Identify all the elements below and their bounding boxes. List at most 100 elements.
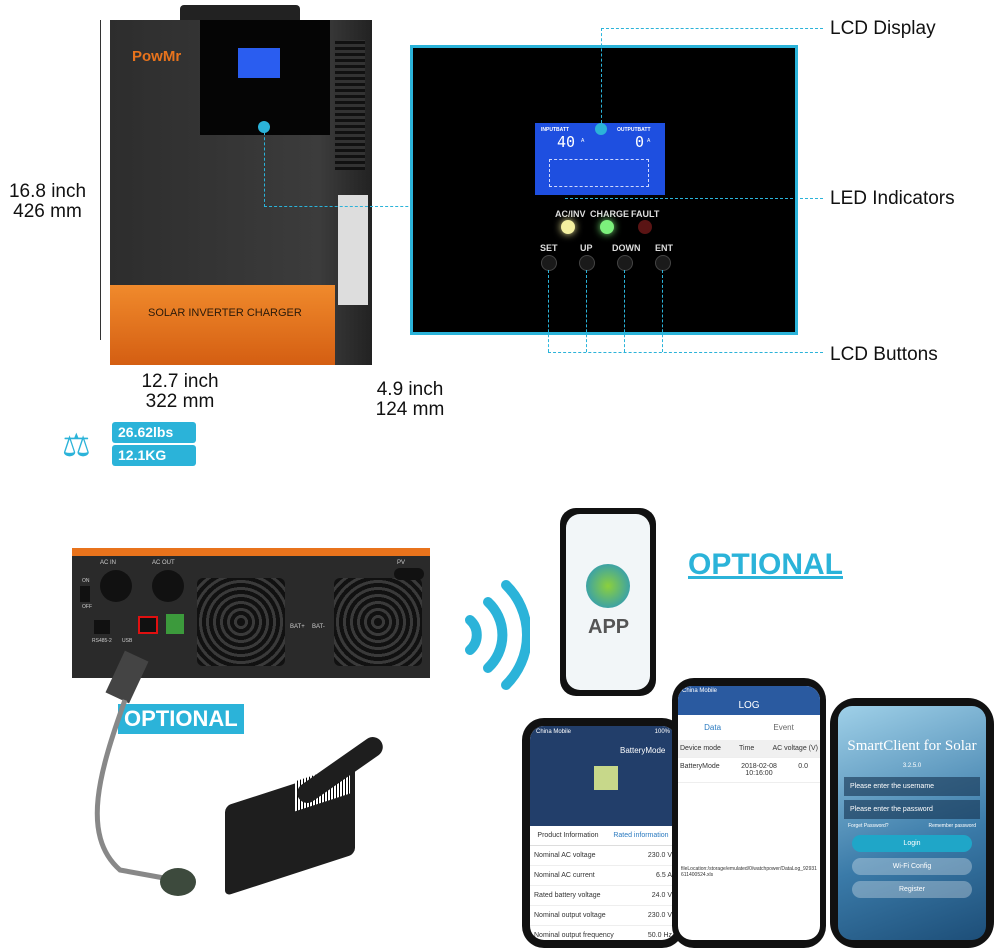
button-label-ent: ENT — [655, 243, 673, 253]
button-label-down: DOWN — [612, 243, 641, 253]
led-ac-inv — [561, 220, 575, 234]
led-label-charge: CHARGE — [590, 209, 630, 219]
inverter-rear: AC IN AC OUT ON OFF RS485-2 USB BAT+ BAT… — [72, 548, 430, 678]
on-label: ON — [82, 578, 90, 584]
orange-band: SOLAR INVERTER CHARGER — [110, 285, 335, 365]
login-button[interactable]: Login — [852, 835, 972, 852]
table-row: Nominal output frequency 50.0 Hz — [530, 926, 676, 940]
tab-product-information[interactable]: Product Information — [537, 832, 599, 839]
side-vents — [335, 40, 365, 170]
tab-rated-information[interactable]: Rated information — [613, 832, 669, 839]
lcd-output-value: 0 — [635, 133, 645, 151]
remember-password-checkbox[interactable]: Remember password — [928, 823, 976, 829]
bat-pos-label: BAT+ — [290, 624, 305, 630]
row-value: 50.0 Hz — [647, 932, 672, 939]
inverter-node-icon — [594, 766, 618, 790]
tab-event[interactable]: Event — [773, 723, 794, 732]
height-mm: 426 mm — [13, 201, 82, 222]
app-label: APP — [588, 616, 630, 638]
width-mm: 322 mm — [145, 391, 215, 412]
file-path: fileLocation:/storage/emulated/0/watchpo… — [681, 866, 817, 878]
button-label-set: SET — [540, 243, 558, 253]
up-button[interactable] — [579, 255, 595, 271]
row-label: Nominal output frequency — [534, 932, 614, 939]
callout-line — [662, 270, 663, 352]
col-header: Device mode — [680, 745, 721, 752]
col-header: AC voltage (V) — [772, 745, 818, 752]
register-button[interactable]: Register — [852, 881, 972, 898]
front-control-window — [200, 20, 330, 135]
lcd-output-label: OUTPUTBATT — [617, 127, 651, 133]
fan-right — [334, 578, 422, 666]
row-label: Nominal AC current — [534, 872, 595, 879]
depth-inch: 4.9 inch — [376, 379, 444, 400]
lcd-input-unit: A — [581, 138, 585, 144]
led-charge — [600, 220, 614, 234]
led-fault — [638, 220, 652, 234]
phone-app: APP — [560, 508, 656, 696]
col-header: Time — [739, 745, 755, 752]
ent-button[interactable] — [655, 255, 671, 271]
button-label-up: UP — [580, 243, 593, 253]
power-switch[interactable] — [80, 586, 90, 602]
mount-bracket — [180, 5, 300, 20]
row-value: 24.0 V — [651, 892, 672, 899]
callout-line — [548, 352, 823, 353]
off-label: OFF — [82, 604, 92, 610]
cable — [94, 699, 176, 883]
rated-tabs: Product Information Rated information — [530, 826, 676, 846]
led-label-ac-inv: AC/INV — [555, 209, 586, 219]
username-input[interactable]: Please enter the username — [844, 777, 980, 796]
callout-line — [264, 206, 484, 207]
login-app-title: SmartClient for Solar — [847, 738, 977, 754]
forgot-password-link[interactable]: Forget Password? — [848, 823, 889, 829]
height-inch: 16.8 inch — [8, 181, 87, 202]
ac-in-label: AC IN — [100, 560, 117, 566]
app-screen: APP — [566, 514, 650, 690]
callout-line — [601, 28, 602, 123]
wifi-signal-icon — [465, 580, 530, 690]
password-input[interactable]: Please enter the password — [844, 800, 980, 819]
width-inch: 12.7 inch — [141, 371, 219, 392]
lcd-input-label: INPUTBATT — [541, 127, 569, 133]
usb-label: USB — [122, 638, 133, 644]
bat-neg-label: BAT- — [312, 624, 325, 630]
dongle-connector — [160, 868, 196, 896]
app-logo-icon[interactable] — [586, 564, 630, 608]
set-button[interactable] — [541, 255, 557, 271]
depth-mm: 124 mm — [375, 399, 445, 420]
cell: 2018-02-08 10:16:00 — [741, 763, 777, 777]
down-button[interactable] — [617, 255, 633, 271]
ac-out-port — [152, 570, 184, 602]
callout-line — [548, 270, 549, 352]
row-value: 230.0 V — [647, 852, 672, 859]
log-tabs: Data Event — [678, 715, 820, 740]
fan-left — [197, 578, 285, 666]
ac-out-label: AC OUT — [152, 560, 175, 566]
terminal-block — [166, 614, 184, 634]
log-title: LOG — [678, 696, 820, 715]
row-value: 6.5 A — [656, 872, 672, 879]
callout-line — [586, 270, 587, 352]
table-row: Nominal AC current 6.5 A — [530, 866, 676, 886]
scale-icon: ⚖ — [62, 427, 91, 463]
row-label: Nominal output voltage — [534, 912, 606, 919]
cell: BatteryMode — [680, 763, 720, 770]
tab-data[interactable]: Data — [704, 723, 722, 732]
lcd-output-unit: A — [647, 138, 651, 144]
band-label: SOLAR INVERTER CHARGER — [148, 307, 302, 319]
status-bar: China Mobile 100% — [536, 729, 670, 735]
phone-login: SmartClient for Solar 3.2.5.0 Please ent… — [830, 698, 994, 948]
mini-lcd — [238, 48, 280, 78]
ac-in-port — [100, 570, 132, 602]
callout-dot — [595, 123, 607, 135]
callout-line — [601, 28, 823, 29]
weight-lbs: 26.62lbs — [112, 422, 196, 443]
wifi-config-button[interactable]: Wi-Fi Config — [852, 858, 972, 875]
optional-badge-dongle: OPTIONAL — [118, 704, 244, 734]
